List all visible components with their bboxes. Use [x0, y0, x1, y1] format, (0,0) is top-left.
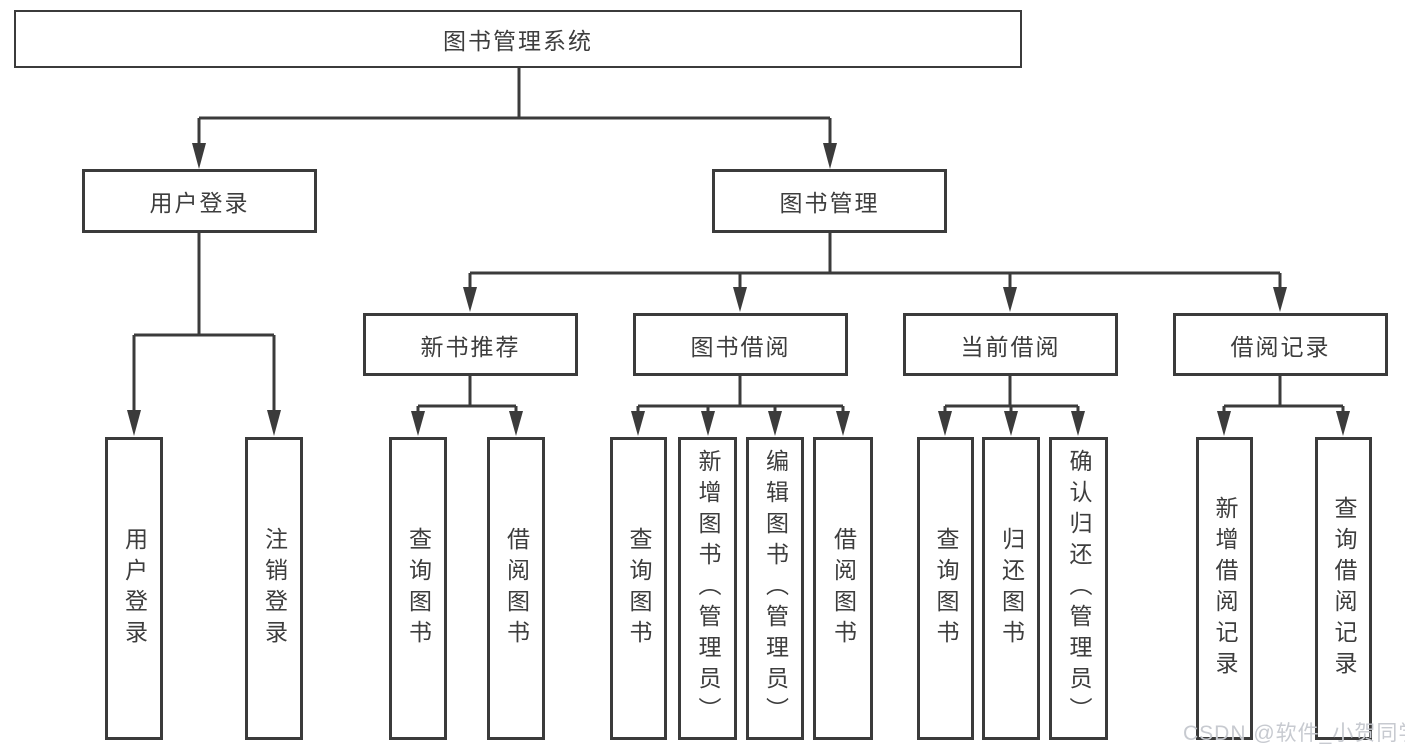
leaf-query-books-current: 查询图书	[917, 437, 974, 740]
node-new-book-recommend: 新书推荐	[363, 313, 578, 376]
leaf-query-borrow-record: 查询借阅记录	[1315, 437, 1372, 740]
node-book-management: 图书管理	[712, 169, 947, 233]
leaf-query-books-borrow: 查询图书	[610, 437, 667, 740]
leaf-confirm-return-admin: 确认归还（管理员）	[1049, 437, 1108, 740]
leaf-user-login: 用户登录	[105, 437, 163, 740]
node-book-borrow: 图书借阅	[633, 313, 848, 376]
node-current-borrow: 当前借阅	[903, 313, 1118, 376]
node-borrow-records: 借阅记录	[1173, 313, 1388, 376]
leaf-borrow-books: 借阅图书	[813, 437, 873, 740]
leaf-logout-login: 注销登录	[245, 437, 303, 740]
csdn-watermark: CSDN @软件_小贺同学	[1183, 722, 1405, 745]
leaf-borrow-books-recommend: 借阅图书	[487, 437, 545, 740]
leaf-query-books-recommend: 查询图书	[389, 437, 447, 740]
node-user-login: 用户登录	[82, 169, 317, 233]
leaf-add-borrow-record: 新增借阅记录	[1196, 437, 1253, 740]
leaf-return-books: 归还图书	[982, 437, 1040, 740]
arrowheads	[127, 143, 1350, 436]
node-library-system: 图书管理系统	[14, 10, 1022, 68]
leaf-edit-books-admin: 编辑图书（管理员）	[746, 437, 804, 740]
leaf-add-books-admin: 新增图书（管理员）	[678, 437, 737, 740]
